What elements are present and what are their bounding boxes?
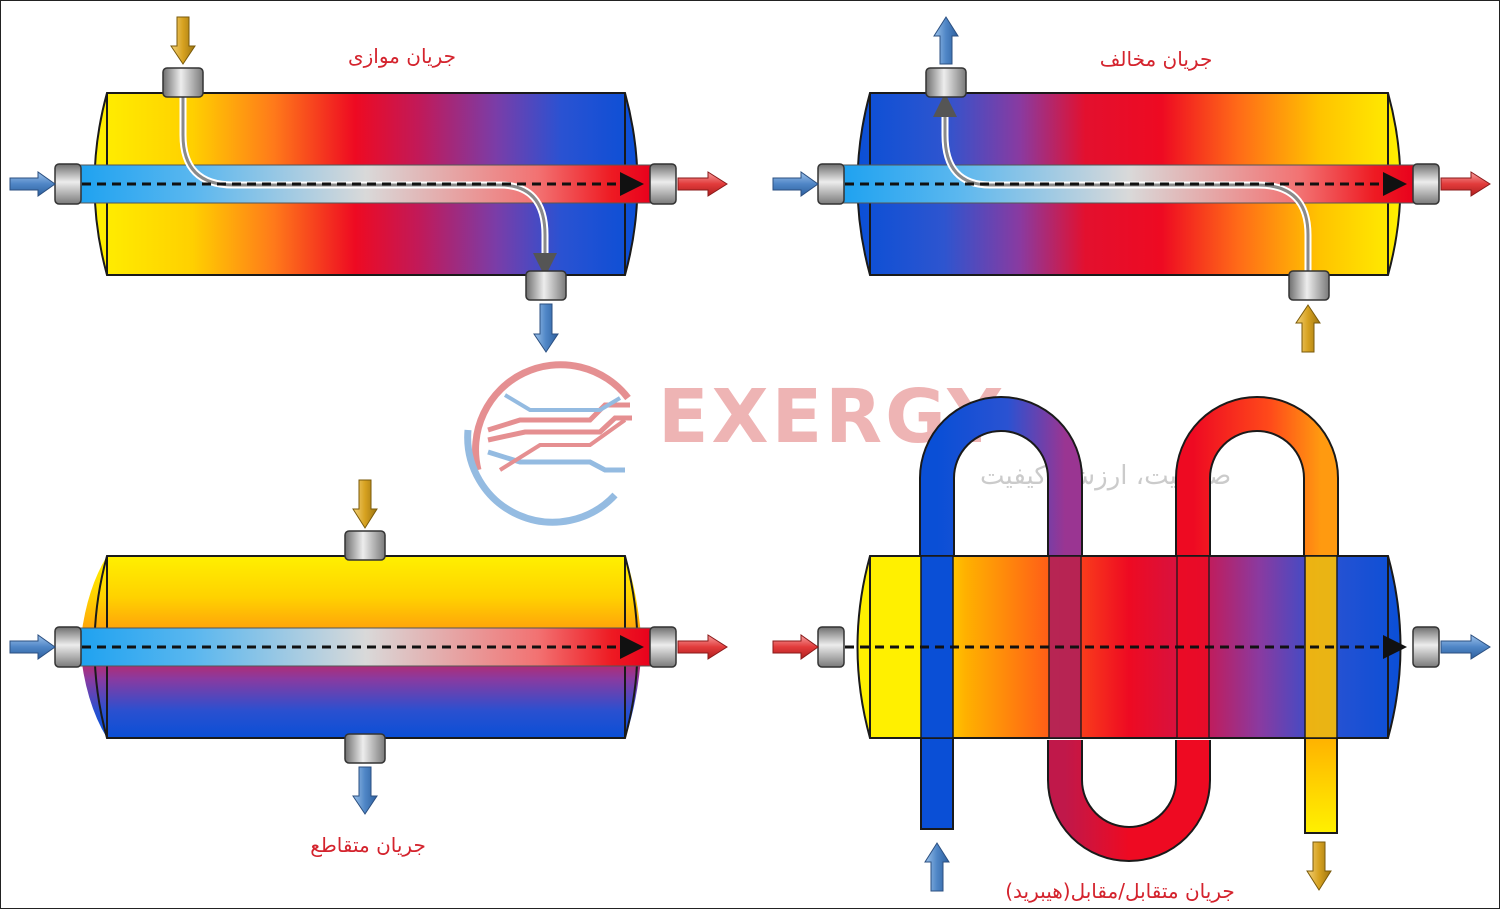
shell-outlet-nozzle — [525, 270, 567, 301]
tube-inlet-nozzle — [54, 163, 82, 205]
arrow-out-blue-icon — [1440, 634, 1491, 660]
arrow-in-blue-icon — [9, 171, 56, 197]
arrow-out-red-icon — [1440, 171, 1491, 197]
counter-flow-exchanger: جریان مخالف — [772, 16, 1491, 353]
arrow-in-blue-icon — [9, 634, 56, 660]
shell-outlet-nozzle — [925, 67, 967, 98]
hybrid-flow-exchanger: جریان متقابل/مقابل(هیبرید) — [772, 396, 1491, 903]
shell-cross-bottom — [80, 647, 642, 738]
shell-outlet-nozzle — [344, 733, 386, 764]
tube-outlet-nozzle — [1412, 163, 1440, 205]
tube-outlet-leg — [1304, 734, 1338, 834]
arrow-out-red-icon — [677, 171, 728, 197]
arrow-down-gold-icon — [170, 16, 196, 65]
tube-inlet-leg — [920, 734, 954, 830]
arrow-down-gold-icon — [352, 479, 378, 529]
arrow-down-gold-icon — [1306, 841, 1332, 891]
arrow-in-blue-icon — [772, 171, 819, 197]
shell-outlet-nozzle — [1412, 626, 1440, 668]
shell-cross-top — [80, 556, 642, 647]
shell-inlet-nozzle — [162, 67, 204, 98]
cross-flow-exchanger: جریان متقاطع — [9, 479, 728, 857]
arrow-up-gold-icon — [1295, 304, 1321, 353]
arrow-up-blue-icon — [933, 16, 959, 65]
parallel-flow-exchanger: جریان موازی — [9, 16, 728, 353]
shell-inlet-nozzle — [344, 530, 386, 561]
exergy-watermark: EXERGY صلاحیت، ارزش، کیفیت — [464, 361, 1231, 526]
arrow-down-blue-icon — [352, 766, 378, 815]
arrow-up-blue-icon — [924, 842, 950, 892]
arrow-in-red-icon — [772, 634, 819, 660]
label-cross-flow: جریان متقاطع — [310, 833, 426, 857]
exergy-logo-icon — [464, 361, 632, 526]
label-parallel-flow: جریان موازی — [348, 44, 456, 68]
tube-outlet-nozzle — [649, 626, 677, 668]
tube-inlet-nozzle — [817, 163, 845, 205]
arrow-down-blue-icon — [533, 303, 559, 353]
arrow-out-red-icon — [677, 634, 728, 660]
tube-inlet-nozzle — [54, 626, 82, 668]
label-counter-flow: جریان مخالف — [1100, 47, 1213, 71]
label-hybrid-flow: جریان متقابل/مقابل(هیبرید) — [1005, 879, 1234, 903]
tube-outlet-nozzle — [649, 163, 677, 205]
shell-inlet-nozzle — [817, 626, 845, 668]
shell-inlet-nozzle — [1288, 270, 1330, 301]
